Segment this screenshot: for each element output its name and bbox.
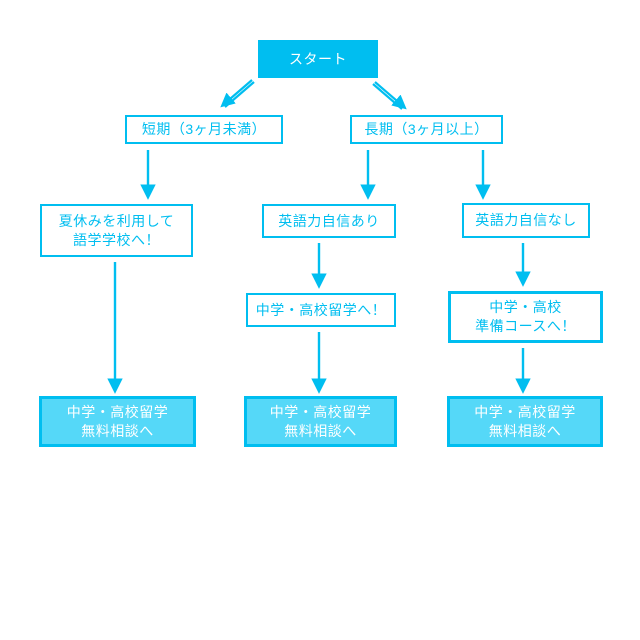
node-short-term: 短期（3ヶ月未満） <box>125 115 283 144</box>
node-long-term: 長期（3ヶ月以上） <box>350 115 503 144</box>
node-english-confident: 英語力自信あり <box>262 204 396 238</box>
arrow-start-to-long-term <box>372 81 407 110</box>
node-jhs-hs-prep-course: 中学・高校 準備コースへ！ <box>448 291 603 343</box>
arrow-start-to-short-term <box>220 79 255 108</box>
node-jhs-hs-study-abroad: 中学・高校留学へ！ <box>246 293 396 327</box>
node-start: スタート <box>258 40 378 78</box>
consult-button-middle[interactable]: 中学・高校留学 無料相談へ <box>244 396 397 447</box>
node-english-not-confident: 英語力自信なし <box>462 203 590 238</box>
consult-button-right[interactable]: 中学・高校留学 無料相談へ <box>447 396 603 447</box>
consult-button-left[interactable]: 中学・高校留学 無料相談へ <box>39 396 196 447</box>
node-summer-language-school: 夏休みを利用して 語学学校へ！ <box>40 204 193 257</box>
